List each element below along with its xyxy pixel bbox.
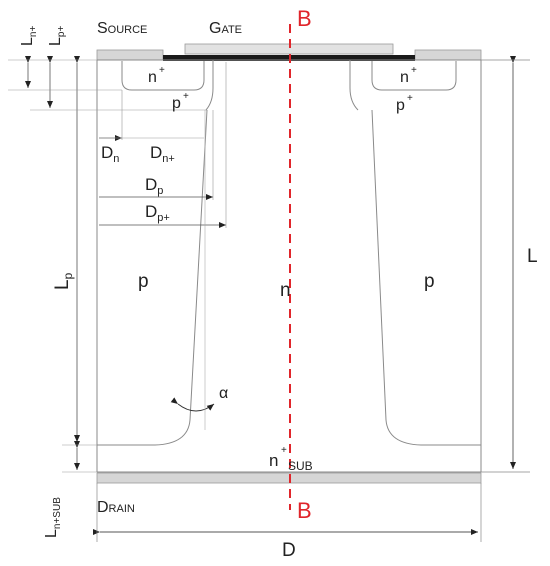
dim-Dpp-label: Dp+ [145, 202, 170, 224]
p-plus-left-sup: + [183, 91, 189, 102]
n-sub-label: n [269, 451, 278, 470]
section-label-top: B [297, 6, 312, 31]
n-drift-label: n [280, 280, 291, 301]
p-pillar-right-boundary [371, 109, 481, 446]
p-region-right-label: p [424, 271, 435, 292]
angle-alpha-arc [170, 397, 215, 412]
drain-label: Drain [97, 499, 135, 516]
dim-Lnsub-label: Ln+SUB [43, 497, 63, 538]
source-contact-right [414, 49, 482, 61]
p-region-left-label: p [138, 271, 149, 292]
n-plus-well-left [121, 61, 205, 91]
n-plus-left-sup: + [159, 65, 165, 76]
dim-Dp-label: Dp [145, 175, 163, 197]
dim-D-label: D [282, 540, 296, 561]
dim-Dn-label: Dn [101, 143, 119, 165]
p-plus-left-label: p [172, 95, 181, 112]
p-plus-region-right [349, 59, 365, 111]
dim-Lp-label: Lp [52, 272, 75, 290]
source-label: Source [97, 20, 147, 37]
dim-L-label: L [527, 246, 538, 267]
n-plus-right-label: n [400, 69, 409, 86]
p-plus-region-left [97, 59, 214, 111]
p-plus-right-sup: + [407, 93, 413, 104]
section-label-bottom: B [297, 498, 312, 523]
n-plus-left-label: n [148, 69, 157, 86]
n-plus-right-sup: + [411, 65, 417, 76]
p-plus-right-label: p [396, 97, 405, 114]
dim-Lpp-label: Lp+ [47, 26, 67, 46]
source-contact-left [96, 49, 164, 61]
p-pillar-left-boundary [97, 109, 208, 446]
n-sub-subscript: SUB [288, 459, 313, 473]
dim-Dnp-label: Dn+ [150, 143, 175, 165]
n-sub-sup: + [281, 445, 287, 456]
n-plus-well-right [371, 61, 457, 91]
gate-label: Gate [209, 20, 242, 37]
dim-Lnp-label: Ln+ [19, 26, 39, 46]
angle-alpha-label: α [219, 385, 228, 402]
